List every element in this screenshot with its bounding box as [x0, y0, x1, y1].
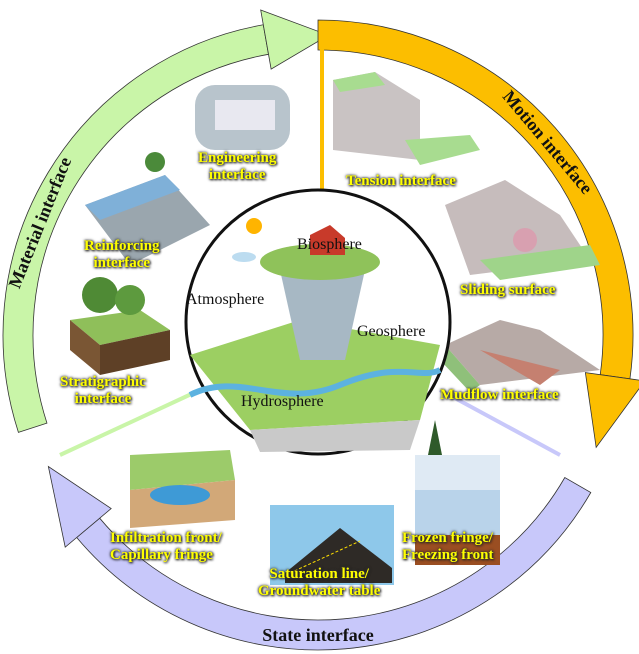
saturation-line-label: Saturation line/Groundwater table: [258, 566, 381, 599]
tension-slope-image: [333, 72, 480, 165]
state-interface-arrowhead: [47, 465, 112, 548]
mudflow-slope-image: [440, 320, 600, 392]
infiltration-image: [130, 450, 235, 528]
motion-interface-label: Motion interface: [499, 87, 597, 198]
atmosphere-label: Atmosphere: [186, 291, 265, 308]
state-divider: [439, 388, 561, 457]
geosphere-label: Geosphere: [357, 323, 426, 340]
state-interface-label: State interface: [262, 625, 373, 645]
engineering-tunnel-image: [195, 85, 290, 150]
stratigraphic-image: [70, 277, 170, 375]
motion-interface-arrowhead: [584, 372, 639, 449]
material-interface-arrowhead: [260, 9, 330, 70]
frozen-fringe-label: Frozen fringe/Freezing front: [402, 530, 494, 563]
saturation-line-image: [270, 505, 394, 585]
hydrosphere-label: Hydrosphere: [241, 393, 324, 410]
mudflow-interface-label: Mudflow interface: [440, 387, 559, 403]
infiltration-front-label: Infiltration front/Capillary fringe: [110, 530, 222, 563]
frozen-fringe-image: [415, 420, 500, 565]
biosphere-label: Biosphere: [297, 236, 362, 253]
sun-icon: [246, 218, 262, 234]
reinforcing-image: [85, 152, 210, 265]
earth-spheres-circle: [184, 188, 452, 456]
cloud-icon: [232, 252, 256, 262]
sliding-surface-label: Sliding surface: [460, 282, 556, 298]
material-divider: [59, 388, 201, 457]
tension-interface-label: Tension interface: [346, 173, 456, 189]
sliding-slope-image: [445, 180, 600, 280]
